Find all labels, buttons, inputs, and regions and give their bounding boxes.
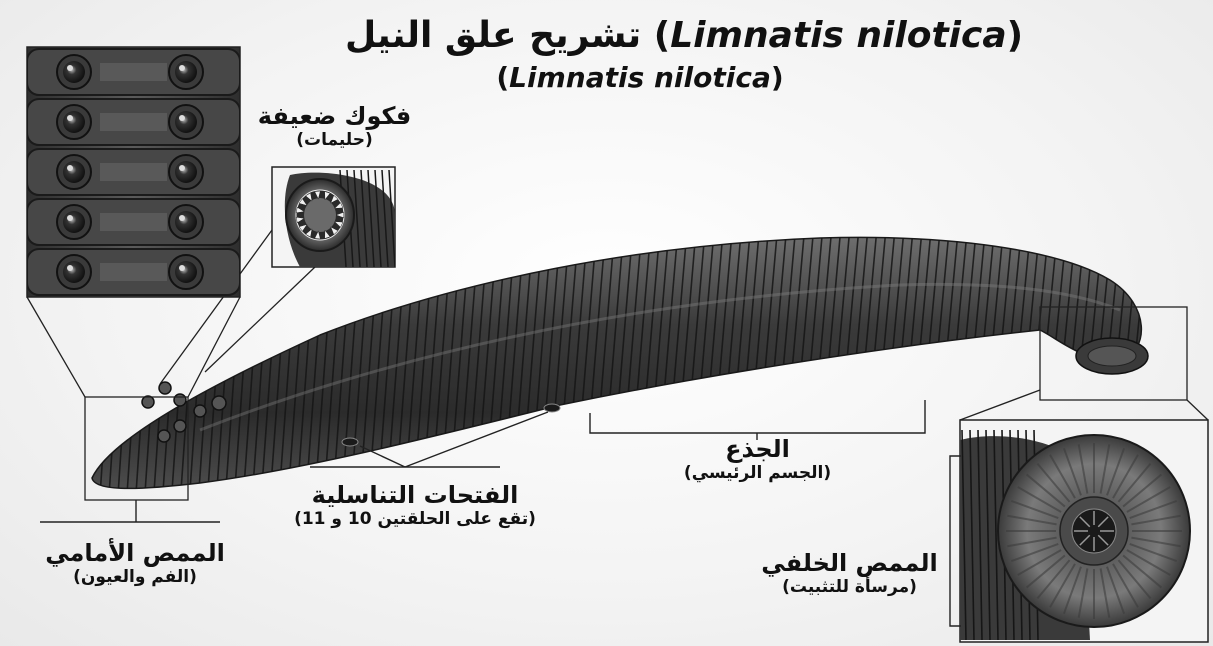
label-genital-main: الفتحات التناسلية (270, 482, 560, 510)
label-rear-sucker-main: الممص الخلفي (752, 550, 947, 578)
label-genital-openings: الفتحات التناسلية (تقع على الحلقتين 10 و… (270, 482, 560, 529)
rear-sucker-detail-panel (960, 420, 1208, 642)
label-front-sucker: الممص الأمامي (الفم والعيون) (20, 540, 250, 587)
diagram-subtitle: (Limnatis nilotica) (460, 62, 820, 94)
label-rear-sucker: الممص الخلفي (مرسأة للتثبيت) (752, 550, 947, 597)
label-trunk-main: الجذع (660, 436, 855, 464)
label-trunk: الجذع (الجسم الرئيسي) (660, 436, 855, 483)
title-latin-2: Limnatis nilotica (509, 61, 771, 94)
diagram-title: تشريح علق النيل (Limnatis nilotica) (345, 15, 935, 56)
label-jaws: فكوك ضعيفة (حليمات) (252, 103, 417, 150)
title-arabic: تشريح علق النيل (345, 15, 641, 56)
label-trunk-sub: (الجسم الرئيسي) (660, 464, 855, 484)
label-rear-sucker-sub: (مرسأة للتثبيت) (752, 578, 947, 598)
label-genital-sub: (تقع على الحلقتين 10 و 11) (270, 510, 560, 530)
label-jaws-main: فكوك ضعيفة (252, 103, 417, 131)
jaw-detail-panel (272, 167, 402, 267)
label-front-sucker-sub: (الفم والعيون) (20, 568, 250, 588)
eye-detail-panel (27, 47, 240, 297)
title-latin-1: Limnatis nilotica (670, 15, 1006, 56)
label-front-sucker-main: الممص الأمامي (20, 540, 250, 568)
label-jaws-sub: (حليمات) (252, 131, 417, 151)
